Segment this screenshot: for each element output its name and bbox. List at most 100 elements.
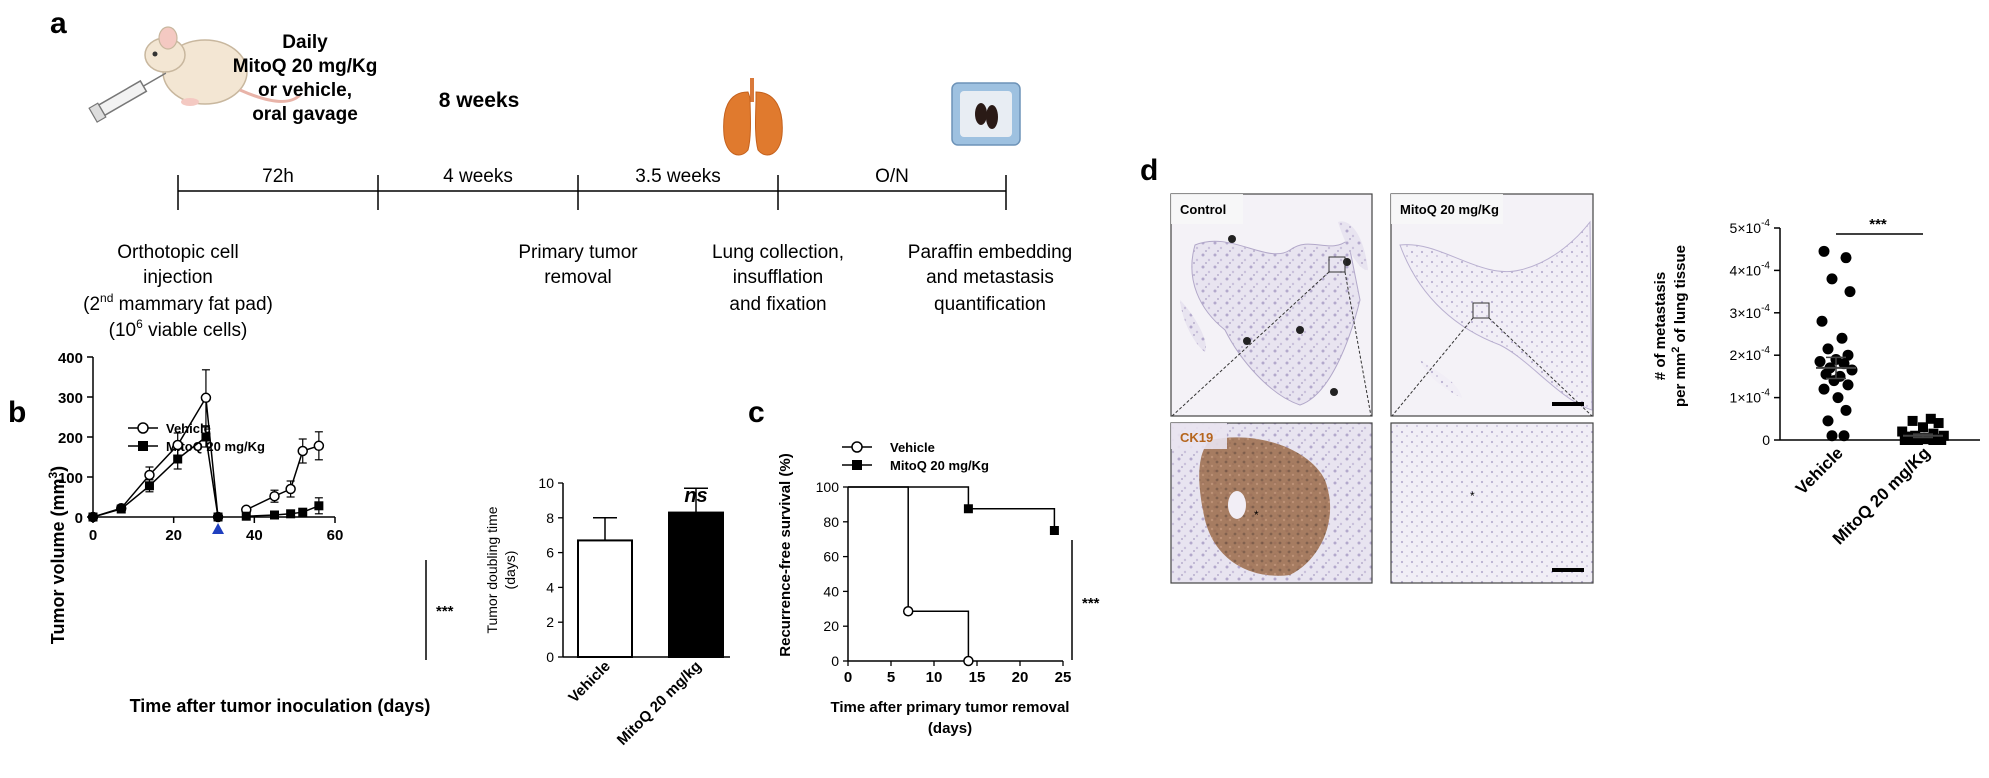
legend-c: Vehicle MitoQ 20 mg/Kg bbox=[842, 440, 989, 473]
panel-label-c: c bbox=[748, 396, 765, 429]
d-point-mitoq bbox=[1918, 422, 1928, 433]
c-point-vehicle bbox=[963, 655, 974, 667]
b2-ytick-label: 6 bbox=[546, 545, 554, 561]
d-point-vehicle bbox=[1832, 392, 1844, 404]
d-point-vehicle bbox=[1826, 430, 1838, 442]
b2-ytick-label: 2 bbox=[546, 614, 554, 630]
histology-mitoq-low bbox=[1390, 193, 1594, 417]
d-point-mitoq bbox=[1936, 435, 1947, 445]
c-ytick-label: 60 bbox=[823, 549, 839, 565]
b1-point-mitoq bbox=[116, 504, 126, 514]
c-ytick-label: 100 bbox=[816, 479, 840, 495]
interval-1: 72h bbox=[262, 166, 294, 187]
c-ytick-label: 80 bbox=[823, 514, 839, 530]
d-significance: *** bbox=[1869, 216, 1887, 233]
d-point-vehicle bbox=[1844, 286, 1856, 298]
d-ytick-base: 1×10 bbox=[1730, 390, 1762, 406]
total-duration: 8 weeks bbox=[439, 89, 520, 112]
b1-point-vehicle bbox=[200, 392, 212, 404]
b1-point-mitoq bbox=[144, 481, 154, 491]
histology-mitoq-high bbox=[1390, 422, 1594, 584]
b1-point-vehicle bbox=[313, 440, 325, 452]
b2-ns: ns bbox=[684, 485, 707, 507]
d-point-vehicle bbox=[1816, 315, 1828, 327]
b1-series-line bbox=[246, 505, 320, 517]
d-point-vehicle bbox=[1818, 383, 1830, 395]
b1-point-vehicle bbox=[172, 439, 183, 451]
interval-2: 4 weeks bbox=[443, 166, 513, 187]
c-point-vehicle bbox=[902, 605, 914, 617]
c-xtick-label: 0 bbox=[844, 669, 852, 686]
b1-point-mitoq bbox=[201, 432, 211, 442]
c-xtick-label: 5 bbox=[887, 669, 895, 686]
d-point-vehicle bbox=[1846, 364, 1858, 376]
d-ylabel-2: per mm2 of lung tissue bbox=[1670, 245, 1689, 407]
d-point-vehicle bbox=[1838, 358, 1850, 370]
d-point-vehicle bbox=[1826, 273, 1838, 285]
mouse-illustration bbox=[144, 26, 302, 106]
treatment-line-2: MitoQ 20 mg/Kg bbox=[233, 56, 378, 77]
b2-ylabel-1: Tumor doubling time bbox=[484, 506, 500, 633]
treatment-line-3: or vehicle, bbox=[258, 80, 352, 101]
step1-line-2: injection bbox=[143, 267, 213, 288]
ck19-label: CK19 bbox=[1180, 430, 1213, 445]
d-point-mitoq bbox=[1899, 435, 1910, 445]
c-xtick-label: 20 bbox=[1012, 669, 1029, 686]
b1-xtick-label: 40 bbox=[246, 527, 263, 544]
legend-c-mitoq-marker bbox=[852, 460, 862, 470]
c-point-mitoq bbox=[1049, 526, 1059, 535]
d-point-mitoq bbox=[1931, 435, 1941, 445]
b1-ytick-label: 100 bbox=[58, 470, 83, 487]
b1-point-mitoq bbox=[213, 512, 223, 522]
panel-label-a: a bbox=[50, 7, 67, 40]
interval-4: O/N bbox=[875, 166, 909, 187]
c-series-line bbox=[848, 486, 970, 661]
cassette-image bbox=[951, 82, 1021, 146]
c-xtick-label: 10 bbox=[926, 669, 943, 686]
d-ytick-label: 4×10-4 bbox=[1730, 260, 1771, 278]
step3-line-3: and fixation bbox=[729, 294, 826, 315]
d-point-vehicle bbox=[1842, 379, 1854, 391]
b1-point-vehicle bbox=[269, 490, 280, 502]
d-point-vehicle bbox=[1818, 245, 1830, 257]
asterisk-mitoq: * bbox=[1470, 489, 1475, 503]
b2-category-label: Vehicle bbox=[565, 658, 614, 707]
c-ytick-label: 20 bbox=[823, 618, 839, 634]
d-point-vehicle bbox=[1814, 356, 1826, 368]
c-xlabel-2: (days) bbox=[928, 720, 972, 737]
b1-xtick-label: 20 bbox=[165, 527, 182, 544]
d-point-mitoq bbox=[1897, 426, 1908, 437]
step4-line-1: Paraffin embedding bbox=[908, 242, 1072, 263]
d-point-vehicle bbox=[1836, 332, 1848, 344]
step3-line-1: Lung collection, bbox=[712, 242, 844, 263]
c-significance: *** bbox=[1082, 595, 1100, 612]
d-category-label: Vehicle bbox=[1792, 443, 1847, 498]
d-point-mitoq bbox=[1933, 418, 1944, 429]
histology-control-low bbox=[1170, 193, 1373, 417]
step1-line-3: (2nd mammary fat pad) bbox=[83, 291, 273, 315]
b1-xtick-label: 0 bbox=[89, 527, 97, 544]
b1-xlabel: Time after tumor inoculation (days) bbox=[130, 696, 431, 716]
b1-point-mitoq bbox=[286, 509, 296, 519]
b1-significance: *** bbox=[436, 603, 454, 620]
lung-illustration bbox=[723, 78, 783, 156]
histology-control-high bbox=[1170, 422, 1373, 584]
b1-ytick-label: 300 bbox=[58, 390, 83, 407]
metastasis-chart: 01×10-42×10-43×10-44×10-45×10-4VehicleMi… bbox=[1730, 218, 1980, 548]
d-ytick-exponent: -4 bbox=[1761, 388, 1770, 399]
d-point-mitoq bbox=[1907, 435, 1918, 445]
d-ytick-base: 3×10 bbox=[1730, 305, 1762, 321]
b1-ytick-label: 200 bbox=[58, 430, 83, 447]
c-xlabel-1: Time after primary tumor removal bbox=[831, 699, 1070, 716]
step2-line-1: Primary tumor bbox=[518, 242, 638, 263]
b1-ytick-label: 0 bbox=[75, 510, 83, 527]
legend-c-vehicle: Vehicle bbox=[890, 440, 935, 455]
d-ytick-base: 5×10 bbox=[1730, 220, 1762, 236]
scale-bar-bottom bbox=[1552, 568, 1584, 572]
step1-line-4: (106 viable cells) bbox=[109, 317, 248, 341]
d-point-vehicle bbox=[1822, 343, 1834, 355]
b1-point-mitoq bbox=[298, 507, 308, 517]
c-point-mitoq bbox=[963, 504, 973, 514]
